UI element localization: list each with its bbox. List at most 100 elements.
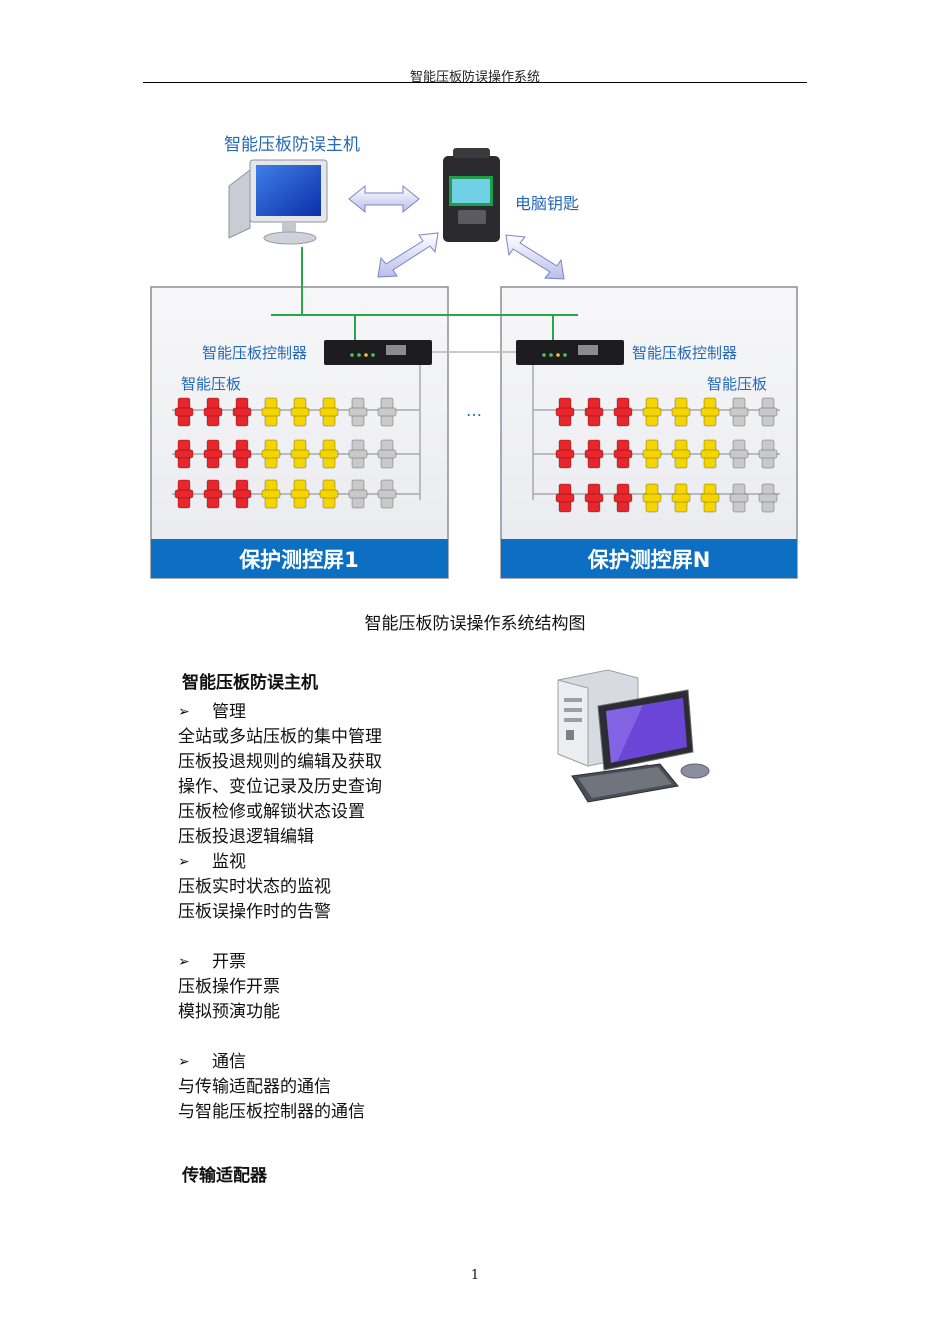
pressure-plate-knob [584, 493, 604, 503]
section-heading-host: 智能压板防误主机 [182, 673, 318, 693]
page-number: 1 [470, 1268, 480, 1283]
pressure-plate-knob [671, 407, 691, 417]
ellipsis-label: … [466, 401, 482, 420]
pressure-plate-knob [613, 493, 633, 503]
arrowhead-bullet-icon: ➢ [178, 1054, 190, 1070]
bullet-label: 监视 [212, 852, 246, 872]
pressure-plate-knob [642, 493, 662, 503]
plate-label-n: 智能压板 [707, 375, 767, 393]
pressure-plate-knob [555, 407, 575, 417]
pressure-plate-knob [348, 407, 368, 417]
pressure-plate-knob [174, 407, 194, 417]
list-line: 全站或多站压板的集中管理 [178, 727, 382, 747]
header-rule [143, 82, 807, 83]
controller-label-1: 智能压板控制器 [202, 344, 307, 362]
pressure-plate-knob [758, 407, 778, 417]
pressure-plate-knob [232, 489, 252, 499]
pressure-plate-knob [758, 493, 778, 503]
pressure-plate-knob [203, 449, 223, 459]
list-line: 压板实时状态的监视 [178, 877, 331, 897]
pressure-plate-knob [174, 489, 194, 499]
pressure-plate-knob [348, 489, 368, 499]
section-heading-adapter: 传输适配器 [182, 1166, 267, 1186]
pressure-plate-knob [584, 449, 604, 459]
pressure-plate-knob [232, 449, 252, 459]
pressure-plate-knob [642, 407, 662, 417]
figure-caption: 智能压板防误操作系统结构图 [364, 614, 586, 634]
list-line: 压板操作开票 [178, 977, 280, 997]
pressure-plate-knob [377, 449, 397, 459]
list-line: 模拟预演功能 [178, 1002, 280, 1022]
bullet-label: 管理 [212, 702, 246, 722]
pressure-plate-knob [290, 449, 310, 459]
pressure-plate-knob [555, 449, 575, 459]
list-line: 压板投退规则的编辑及获取 [178, 752, 382, 772]
pressure-plate-knob [203, 489, 223, 499]
arrowhead-bullet-icon: ➢ [178, 954, 190, 970]
pressure-plate-knob [613, 407, 633, 417]
list-line: 操作、变位记录及历史查询 [178, 777, 382, 797]
electronic-key-icon [443, 148, 500, 242]
panel-title-n: 保护测控屏N [587, 548, 711, 572]
page-header-title: 智能压板防误操作系统 [409, 70, 540, 85]
pressure-plate-knob [290, 489, 310, 499]
key-label: 电脑钥匙 [515, 194, 579, 213]
bullet-item-monitor: ➢ 监视 [178, 850, 518, 875]
pressure-plate-knob [671, 493, 691, 503]
pressure-plate-knob [261, 489, 281, 499]
pressure-plate-knob [758, 449, 778, 459]
pressure-plate-knob [319, 407, 339, 417]
panel-1 [150, 286, 449, 579]
bullet-item-manage: ➢ 管理 [178, 700, 518, 725]
bullet-item-comm: ➢ 通信 [178, 1050, 518, 1075]
pressure-plate-knob [203, 407, 223, 417]
bullet-label: 通信 [212, 1052, 246, 1072]
plate-label-1: 智能压板 [181, 375, 241, 393]
pressure-plate-knob [290, 407, 310, 417]
pressure-plate-knob [261, 449, 281, 459]
pressure-plate-knob [729, 493, 749, 503]
pressure-plate-knob [348, 449, 368, 459]
controller-device-n [516, 340, 624, 365]
list-line: 压板投退逻辑编辑 [178, 827, 314, 847]
plate-grid-panel-n [555, 397, 778, 513]
list-line: 与智能压板控制器的通信 [178, 1102, 365, 1122]
desktop-computer-icon [557, 669, 710, 803]
controller-device-1 [324, 340, 432, 365]
pressure-plate-knob [555, 493, 575, 503]
pressure-plate-knob [319, 489, 339, 499]
host-label: 智能压板防误主机 [224, 135, 360, 155]
host-feature-list: ➢ 管理 全站或多站压板的集中管理 压板投退规则的编辑及获取 操作、变位记录及历… [178, 700, 518, 1125]
controller-label-n: 智能压板控制器 [632, 344, 737, 362]
pressure-plate-knob [377, 407, 397, 417]
pressure-plate-knob [613, 449, 633, 459]
host-computer-icon [228, 159, 328, 245]
bidirectional-arrow-icon [377, 232, 439, 278]
pressure-plate-knob [729, 407, 749, 417]
pressure-plate-knob [377, 489, 397, 499]
panel-n [500, 286, 798, 579]
pressure-plate-knob [232, 407, 252, 417]
bullet-label: 开票 [212, 952, 246, 972]
pressure-plate-knob [261, 407, 281, 417]
pressure-plate-knob [319, 449, 339, 459]
bidirectional-arrow-icon [505, 234, 565, 280]
list-line: 压板检修或解锁状态设置 [178, 802, 365, 822]
bullet-item-ticket: ➢ 开票 [178, 950, 518, 975]
pressure-plate-knob [642, 449, 662, 459]
pressure-plate-knob [700, 493, 720, 503]
arrowhead-bullet-icon: ➢ [178, 854, 190, 870]
arrowhead-bullet-icon: ➢ [178, 704, 190, 720]
list-line: 与传输适配器的通信 [178, 1077, 331, 1097]
panel-title-1: 保护测控屏1 [238, 548, 359, 572]
pressure-plate-knob [729, 449, 749, 459]
pressure-plate-knob [584, 407, 604, 417]
pressure-plate-knob [700, 407, 720, 417]
pressure-plate-knob [174, 449, 194, 459]
network-lines [271, 247, 578, 340]
list-line: 压板误操作时的告警 [178, 902, 331, 922]
system-structure-diagram: 智能压板防误主机 电脑钥匙 智能压板控制器 智能压板控制器 智能压板 智能压板 … [150, 135, 798, 579]
plate-grid-panel-1 [174, 397, 397, 509]
bidirectional-arrow-icon [348, 184, 420, 214]
pressure-plate-knob [671, 449, 691, 459]
